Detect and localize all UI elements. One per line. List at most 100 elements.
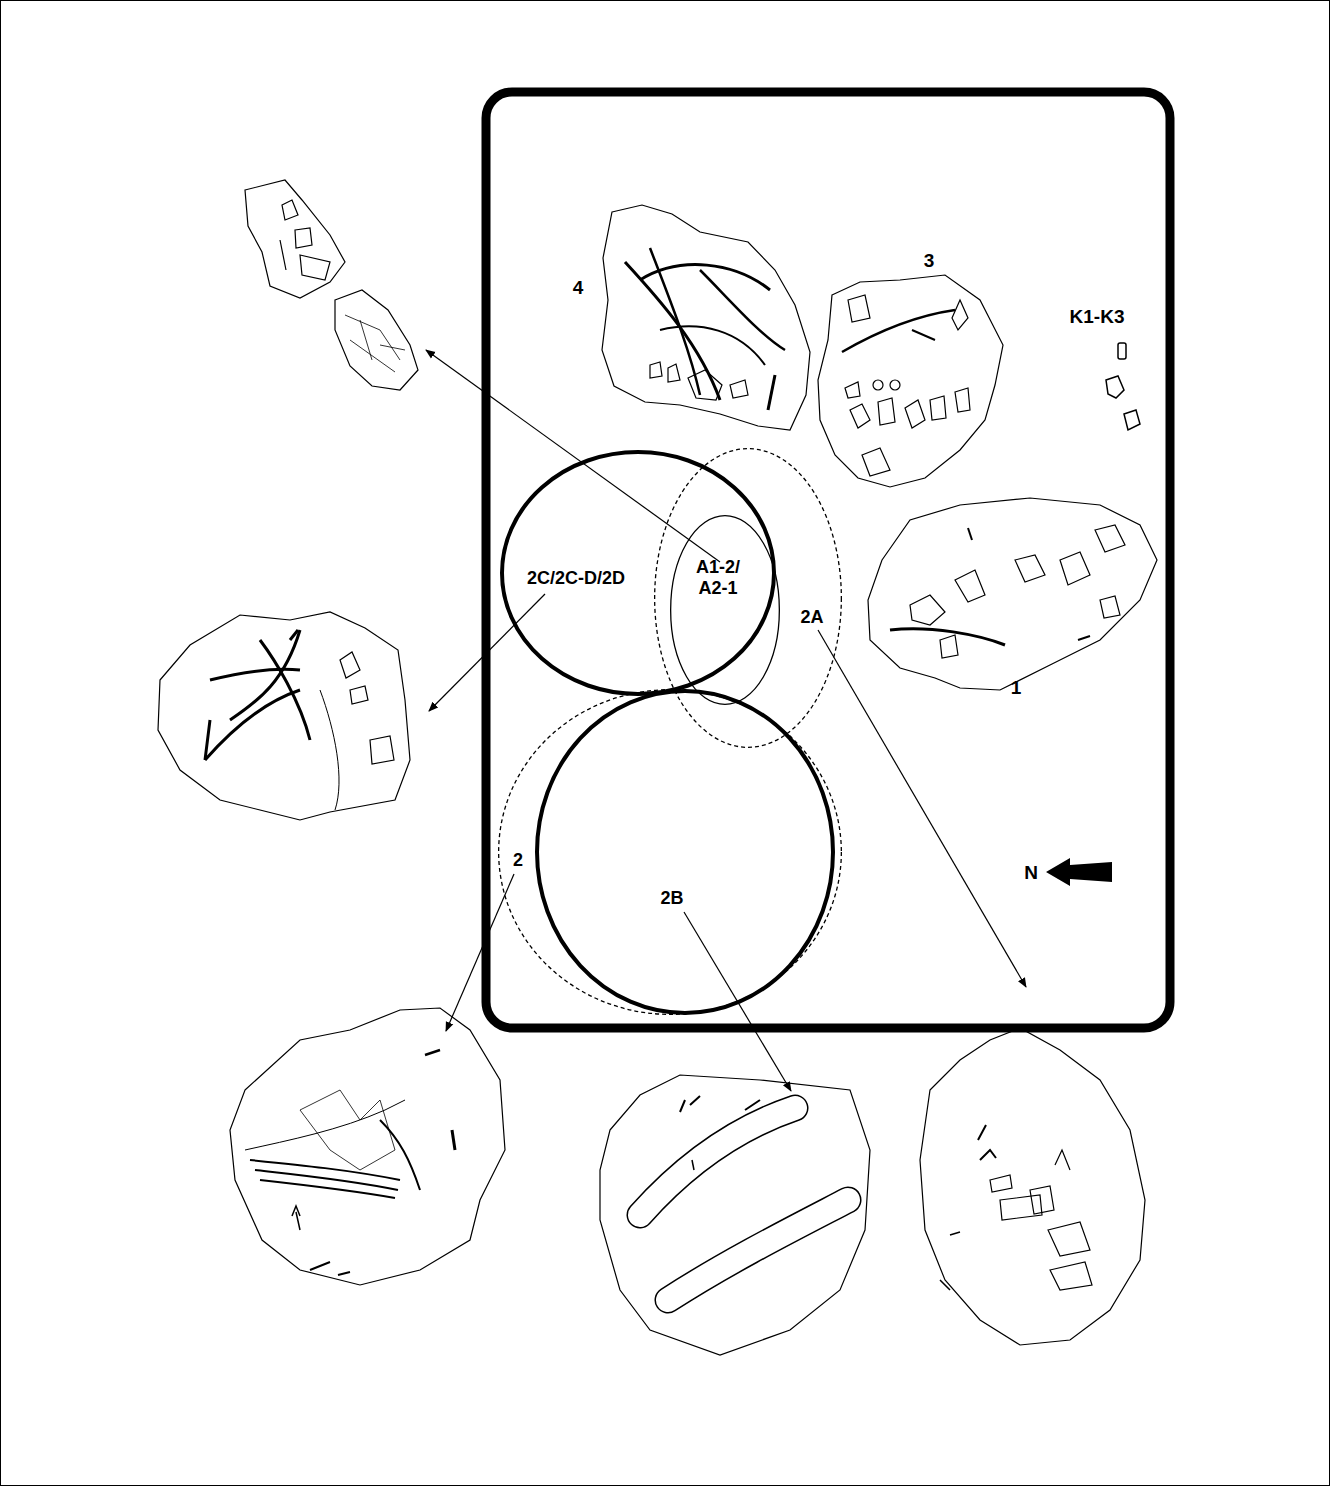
area-outline xyxy=(537,691,833,1013)
leader-arrow xyxy=(818,630,1026,987)
bone-cluster xyxy=(862,448,890,476)
leader-arrow xyxy=(446,874,514,1031)
bone-cluster xyxy=(940,635,958,658)
bone-cluster xyxy=(668,364,680,382)
excavation-frame xyxy=(486,92,1170,1028)
bone-cluster xyxy=(910,595,945,625)
bone-cluster xyxy=(890,629,1005,645)
inset-drawing xyxy=(245,180,345,298)
bone-cluster xyxy=(873,380,883,390)
area-label: 2B xyxy=(660,888,683,909)
inset-drawing xyxy=(978,1125,996,1160)
bone-cluster xyxy=(905,400,925,428)
inset-drawing xyxy=(345,315,405,372)
bone-cluster xyxy=(1015,555,1045,582)
bone-cluster xyxy=(650,362,662,378)
inset-drawing xyxy=(668,1200,848,1300)
leader-arrow xyxy=(426,350,1026,1091)
bone-cluster xyxy=(850,404,870,428)
inset-drawing xyxy=(920,1028,1145,1345)
inset-drawing xyxy=(680,1096,700,1112)
inset-drawing xyxy=(425,1050,440,1055)
inset-drawing xyxy=(290,630,298,640)
inset-drawing xyxy=(310,1262,350,1275)
bone-cluster xyxy=(1095,525,1125,552)
inset-drawing xyxy=(380,1120,420,1190)
find-marker xyxy=(1124,410,1140,430)
inset-drawing xyxy=(340,652,394,764)
bone-cluster xyxy=(952,300,968,330)
area-outline xyxy=(670,515,780,705)
find-marker xyxy=(1106,376,1124,398)
area-outline xyxy=(654,448,842,748)
bone-cluster xyxy=(700,270,785,350)
bone-cluster xyxy=(842,310,955,352)
callout-number: 3 xyxy=(924,250,935,271)
inset-drawing xyxy=(280,200,330,280)
inset-drawing xyxy=(158,612,410,820)
bone-cluster xyxy=(818,275,1003,487)
bone-cluster xyxy=(955,388,970,412)
dotted-area: 2A A1-2/ A2-1 xyxy=(654,448,842,748)
callout-number: K1-K3 xyxy=(1070,306,1125,327)
bone-cluster xyxy=(602,205,810,430)
leader-arrow xyxy=(429,594,545,711)
bone-cluster xyxy=(660,326,765,365)
bone-cluster xyxy=(968,528,972,540)
inset-drawing xyxy=(452,1130,455,1150)
bone-cluster xyxy=(640,265,770,290)
callout-number: 4 xyxy=(573,277,584,298)
inset-drawing xyxy=(692,1160,694,1170)
area-label: A1-2/ A2-1 xyxy=(682,557,754,599)
inset-drawing xyxy=(250,1160,400,1198)
bone-cluster xyxy=(845,382,860,398)
inset-drawing xyxy=(920,1028,1145,1345)
inset-drawing xyxy=(320,690,339,810)
inset-drawing xyxy=(990,1175,1054,1214)
area-outline xyxy=(671,516,780,705)
bone-cluster xyxy=(818,275,1003,487)
inset-drawing xyxy=(245,1100,405,1150)
area-outline xyxy=(499,690,842,1015)
inset-drawing xyxy=(245,180,418,390)
excavation-circle: 2B xyxy=(535,689,835,1015)
area-label: 2 xyxy=(513,850,523,871)
area-label: 2A xyxy=(800,607,823,628)
bone-cluster xyxy=(1100,596,1120,618)
bone-cluster xyxy=(602,205,810,430)
bone-cluster xyxy=(868,498,1157,690)
bone-cluster xyxy=(1078,636,1090,640)
inset-drawing xyxy=(205,720,210,760)
bone-cluster xyxy=(688,370,722,400)
inner-area: A1-2/ A2-1 xyxy=(670,515,780,705)
dotted-area: 2 2B xyxy=(498,689,842,1015)
north-arrow xyxy=(1046,858,1112,886)
callout-number: N xyxy=(1024,862,1038,883)
inset-drawing xyxy=(230,1008,505,1285)
inset-drawing xyxy=(1048,1150,1092,1290)
bone-cluster xyxy=(868,498,1157,690)
bone-cluster xyxy=(848,295,870,322)
inset-drawing xyxy=(600,1075,870,1355)
bone-cluster xyxy=(955,570,985,602)
bone-cluster xyxy=(768,375,775,410)
callout-number: 1 xyxy=(1011,677,1022,698)
inset-drawing xyxy=(230,1008,505,1285)
inset-drawing xyxy=(600,1075,870,1355)
inset-drawing xyxy=(335,290,418,390)
inset-drawing xyxy=(260,640,310,740)
find-marker xyxy=(1106,343,1140,430)
inset-drawing xyxy=(940,1232,960,1290)
area-outline xyxy=(535,689,835,1015)
bone-cluster xyxy=(890,380,900,390)
bone-cluster xyxy=(1060,552,1090,585)
area-outline xyxy=(502,452,774,694)
bone-cluster xyxy=(878,398,895,425)
area-label: 2C/2C-D/2D xyxy=(527,568,625,589)
inset-drawing xyxy=(640,1108,795,1215)
bone-cluster xyxy=(625,262,720,400)
inset-drawing xyxy=(1000,1195,1042,1220)
inset-drawing xyxy=(300,1090,395,1170)
find-marker xyxy=(1118,343,1126,359)
